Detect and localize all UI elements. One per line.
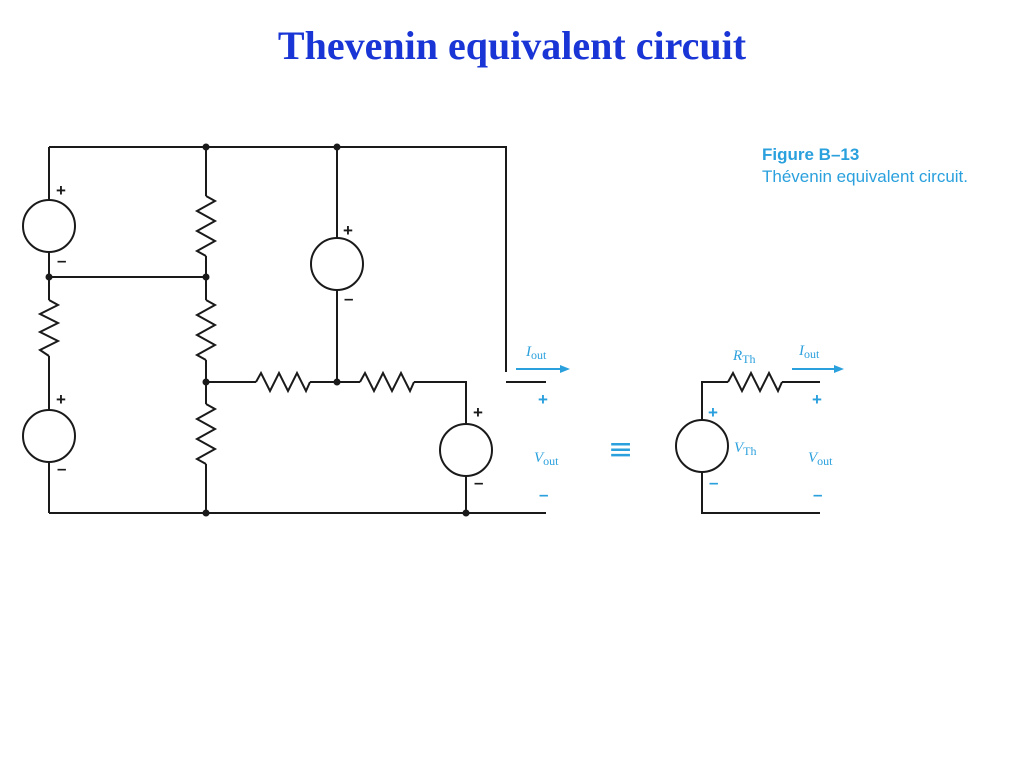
vth-minus: – xyxy=(709,473,718,492)
src2-plus: + xyxy=(56,390,66,409)
page-title: Thevenin equivalent circuit xyxy=(277,23,747,68)
right-vout-plus: + xyxy=(812,390,822,409)
left-iout-label: Iout xyxy=(525,344,547,362)
wire-top xyxy=(49,146,507,372)
src4-plus: + xyxy=(473,403,483,422)
th-wire-bottom xyxy=(701,472,820,514)
figure-number: Figure B–13 xyxy=(762,145,860,164)
node xyxy=(333,378,341,386)
figure-caption: Figure B–13 Thévenin equivalent circuit. xyxy=(762,144,968,188)
left-output-labels: Iout + Vout – xyxy=(516,344,570,504)
src3-minus: – xyxy=(344,289,353,308)
right-iout-label: Iout xyxy=(798,343,820,361)
node xyxy=(202,143,210,151)
resistor-r5 xyxy=(255,370,311,394)
voltage-source-4 xyxy=(439,423,493,477)
voltage-source-2 xyxy=(22,409,76,463)
left-iout-arrowhead-icon xyxy=(560,365,570,373)
th-resistor xyxy=(727,370,783,394)
src2-minus: – xyxy=(57,459,66,478)
node xyxy=(45,273,53,281)
node xyxy=(202,509,210,517)
src1-minus: – xyxy=(57,251,66,270)
junction-nodes xyxy=(45,143,470,517)
resistor-r1 xyxy=(194,195,218,257)
thevenin-circuit: RTh Iout + VTh – + Vout – xyxy=(675,343,844,514)
node xyxy=(202,273,210,281)
vth-label: VTh xyxy=(734,440,757,458)
th-voltage-source xyxy=(675,419,729,473)
node xyxy=(202,378,210,386)
src1-plus: + xyxy=(56,181,66,200)
node xyxy=(333,143,341,151)
figure-caption-text: Thévenin equivalent circuit. xyxy=(762,167,969,186)
left-vout-plus: + xyxy=(538,390,548,409)
src3-plus: + xyxy=(343,221,353,240)
resistor-r3 xyxy=(194,299,218,361)
th-wire-top xyxy=(701,381,728,420)
rth-label: RTh xyxy=(732,348,756,366)
node xyxy=(462,509,470,517)
left-vout-minus: – xyxy=(539,485,548,504)
equivalent-symbol: ≡ xyxy=(608,432,633,467)
right-vout-label: Vout xyxy=(808,450,833,468)
right-iout-arrowhead-icon xyxy=(834,365,844,373)
resistor-r6 xyxy=(359,370,415,394)
voltage-source-3 xyxy=(310,237,364,291)
resistor-r4 xyxy=(194,403,218,465)
resistor-r2 xyxy=(37,299,61,357)
vth-plus: + xyxy=(708,403,718,422)
wire-h-c xyxy=(414,381,467,424)
src4-minus: – xyxy=(474,473,483,492)
left-vout-label: Vout xyxy=(534,450,559,468)
right-vout-minus: – xyxy=(813,485,822,504)
voltage-source-1 xyxy=(22,199,76,253)
